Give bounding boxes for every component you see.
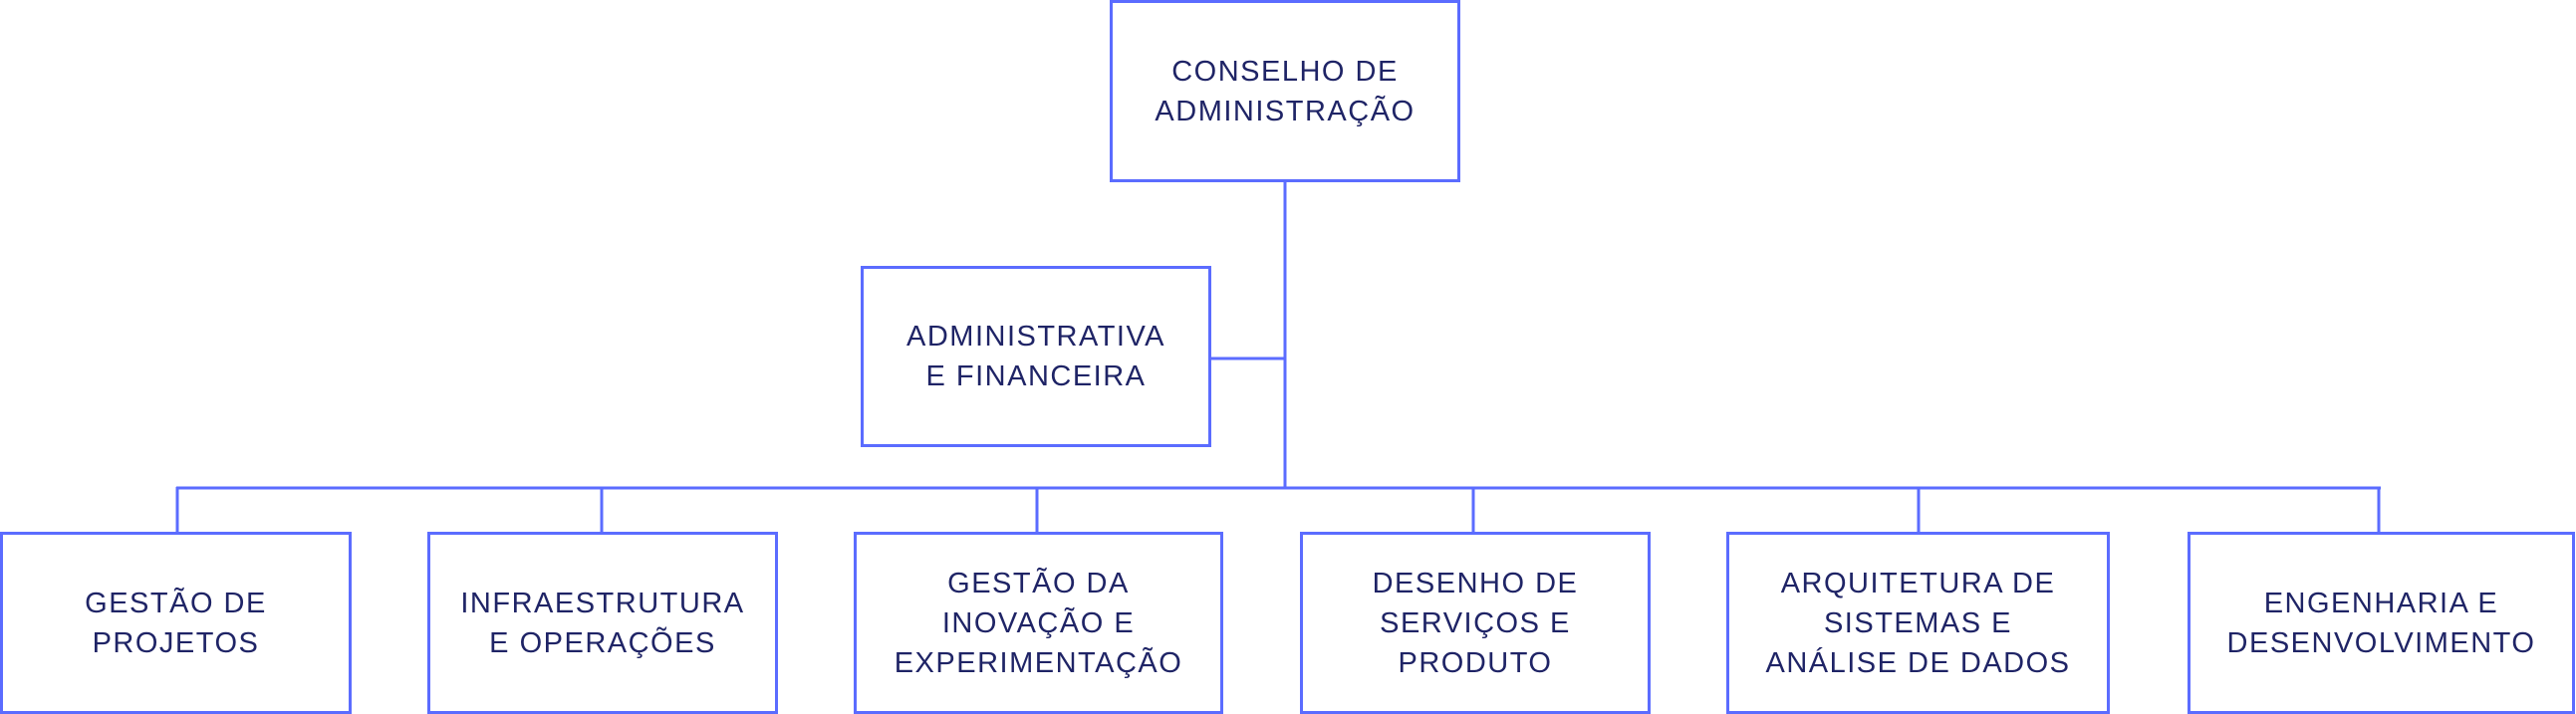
node-administrativa-financeira: ADMINISTRATIVA E FINANCEIRA	[861, 266, 1211, 447]
node-label: ARQUITETURA DE SISTEMAS E ANÁLISE DE DAD…	[1765, 567, 2071, 679]
node-label: DESENHO DE SERVIÇOS E PRODUTO	[1372, 567, 1579, 679]
node-infraestrutura-operacoes: INFRAESTRUTURA E OPERAÇÕES	[427, 532, 778, 714]
node-label: GESTÃO DA INOVAÇÃO E EXPERIMENTAÇÃO	[894, 567, 1183, 679]
node-label: GESTÃO DE PROJETOS	[85, 587, 267, 659]
node-label: INFRAESTRUTURA E OPERAÇÕES	[460, 587, 745, 659]
node-label: ENGENHARIA E DESENVOLVIMENTO	[2226, 587, 2536, 659]
node-conselho-administracao: CONSELHO DE ADMINISTRAÇÃO	[1110, 0, 1460, 182]
node-gestao-inovacao: GESTÃO DA INOVAÇÃO E EXPERIMENTAÇÃO	[854, 532, 1223, 714]
node-label: CONSELHO DE ADMINISTRAÇÃO	[1155, 55, 1416, 127]
node-arquitetura-sistemas: ARQUITETURA DE SISTEMAS E ANÁLISE DE DAD…	[1726, 532, 2110, 714]
node-label: ADMINISTRATIVA E FINANCEIRA	[906, 321, 1165, 392]
node-engenharia-desenvolvimento: ENGENHARIA E DESENVOLVIMENTO	[2188, 532, 2575, 714]
node-gestao-projetos: GESTÃO DE PROJETOS	[0, 532, 352, 714]
node-desenho-servicos: DESENHO DE SERVIÇOS E PRODUTO	[1300, 532, 1651, 714]
